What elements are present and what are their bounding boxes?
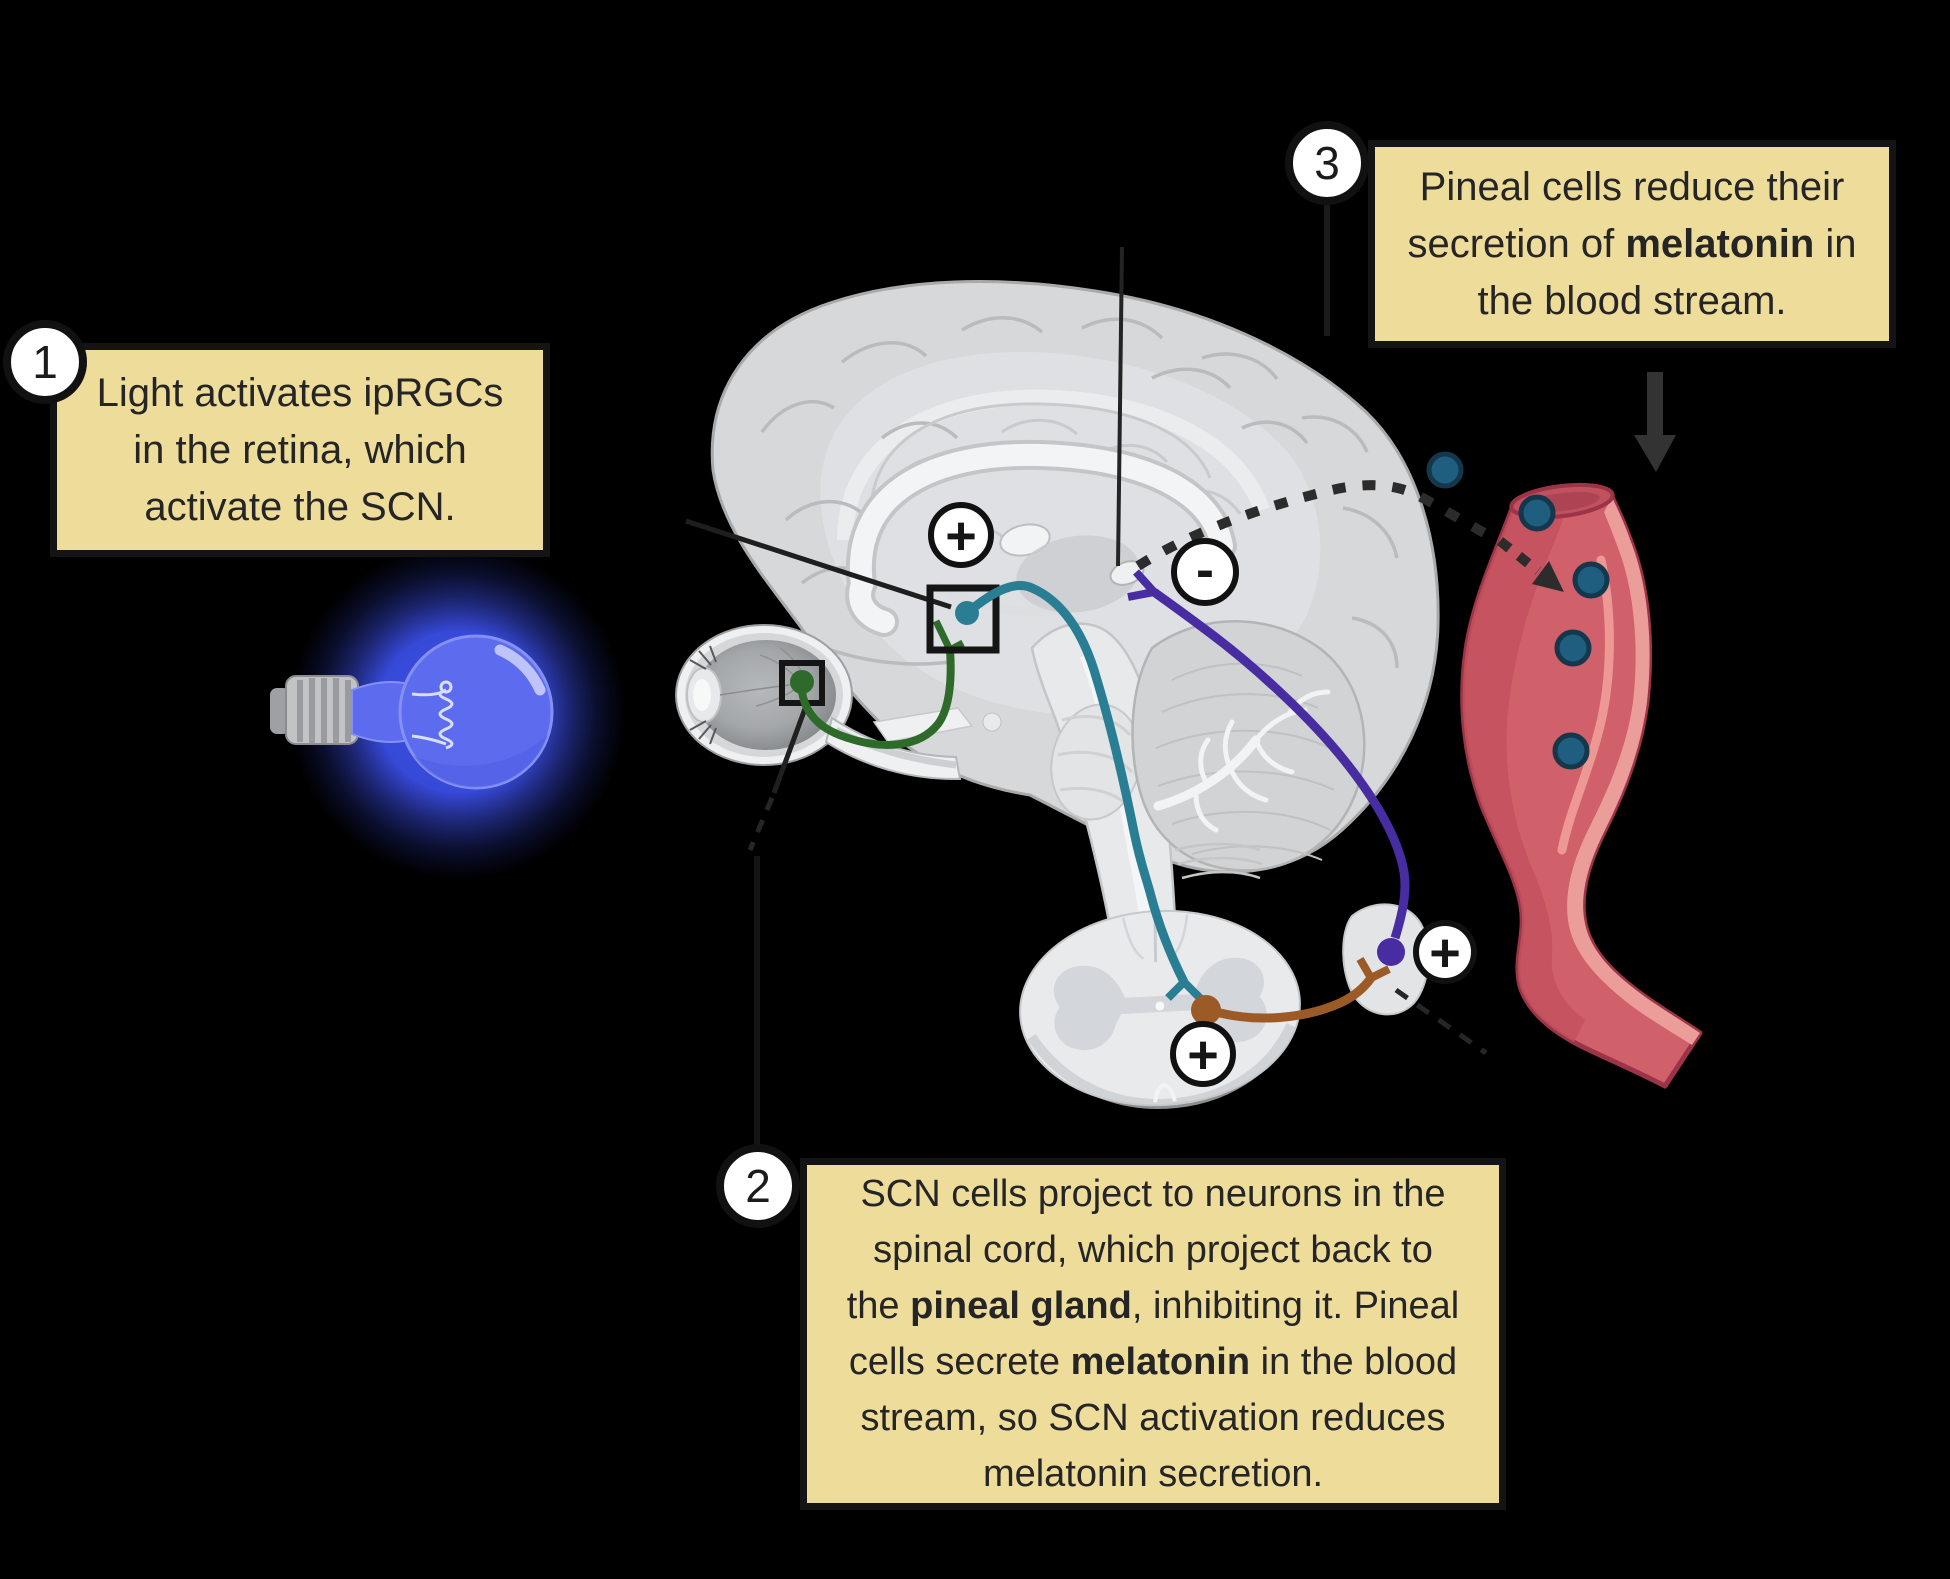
vessel-rim-highlight	[1567, 497, 1700, 1045]
decrease-arrow-icon	[1634, 372, 1676, 472]
pointer-lines	[685, 246, 1488, 1056]
callout-line: activate the SCN.	[144, 484, 456, 529]
melatonin-dot	[1554, 629, 1592, 667]
bulb-glass-shade	[414, 734, 548, 788]
preganglionic-axon	[1218, 975, 1375, 1023]
callout-line: melatonin secretion.	[982, 1453, 1324, 1495]
scn-highlight-box	[926, 584, 1000, 654]
ganglion-pointer-dashes	[1394, 987, 1488, 1056]
plus-icon: +	[945, 506, 977, 566]
callout-line: spinal cord, which project back to	[873, 1229, 1433, 1271]
ganglion-activation-badge: +	[1413, 920, 1477, 984]
scn-to-spinal-pathway	[926, 580, 1204, 1002]
step-number-1: 1	[3, 320, 87, 404]
bulb-filament	[411, 680, 454, 750]
ganglion-to-pineal-pathway	[1127, 569, 1410, 966]
ciliary-fibers	[689, 645, 717, 745]
cerebellum-folia	[1155, 662, 1335, 861]
iprgc-soma	[790, 670, 814, 694]
ventricle	[999, 523, 1051, 557]
ganglion-neuron-soma	[1377, 938, 1405, 966]
brain-illustration	[710, 280, 1440, 940]
cord-shadow	[1027, 1023, 1296, 1109]
callout-box-3: Pineal cells reduce their secretion of me…	[1368, 140, 1896, 348]
callout-line: Pineal cells reduce their	[1419, 164, 1845, 209]
step-number-2: 2	[716, 1144, 800, 1228]
step-number-3: 3	[1285, 121, 1369, 205]
medulla-folds	[1174, 842, 1263, 880]
melatonin-molecules	[1426, 451, 1610, 770]
minus-icon: -	[1196, 540, 1214, 600]
spinal-to-ganglion-pathway	[1191, 956, 1391, 1025]
callout-line: stream, so SCN activation reduces	[860, 1397, 1446, 1439]
callout-line: secretion of melatonin in	[1407, 221, 1857, 266]
scn-soma	[955, 601, 979, 625]
hyaloid-line	[719, 683, 797, 696]
pineal-pointer-line	[1116, 246, 1124, 567]
light-bulb-icon	[270, 544, 626, 880]
melatonin-dot	[1518, 494, 1556, 532]
postganglionic-terminal	[1127, 569, 1162, 601]
plus-icon: +	[1187, 1025, 1219, 1085]
iprgc-pointer-dashes	[747, 797, 775, 851]
melatonin-entry-dashes	[1496, 537, 1542, 575]
plus-icon: +	[1429, 923, 1461, 983]
iprgc-axon	[798, 649, 955, 749]
postganglionic-axon	[1151, 588, 1410, 940]
bulb-highlight	[494, 644, 546, 696]
melatonin-dot	[1552, 732, 1590, 770]
optic-chiasm	[872, 707, 974, 743]
scn-pointer-line	[685, 518, 952, 610]
step-number-label: 3	[1314, 137, 1340, 189]
spinal-neuron-soma	[1191, 995, 1221, 1025]
minus-badge-circle	[1171, 538, 1239, 606]
callout-line: Light activates ipRGCs	[96, 370, 504, 415]
scn-axon-terminal	[1165, 976, 1204, 1002]
melatonin-dot	[1426, 451, 1464, 489]
bulb-base-ridges	[297, 678, 351, 744]
step-number-label: 1	[32, 336, 58, 388]
vessel-shade	[1462, 499, 1585, 1042]
scn-axon	[964, 580, 1189, 985]
callout-line: the blood stream.	[1477, 278, 1787, 323]
callout-box-2: SCN cells project to neurons in the spina…	[800, 1158, 1506, 1510]
corona-band	[837, 389, 1270, 541]
iprgc-to-scn-pathway	[779, 619, 965, 749]
callout-line: cells secrete melatonin in the blood	[848, 1341, 1458, 1383]
lens-core	[693, 679, 711, 711]
pineal-inhibition-badge: -	[1171, 538, 1239, 606]
plus-badge-circle	[928, 502, 994, 568]
bulb-glass	[398, 634, 554, 790]
melatonin-dot	[1572, 561, 1610, 599]
callout-line: in the retina, which	[133, 427, 467, 472]
plus-badge-circle	[1413, 920, 1477, 984]
iprgc-pointer-line	[771, 705, 809, 794]
corpus-callosum	[849, 443, 1233, 633]
eye-icon	[675, 624, 962, 781]
mammillary-body	[982, 712, 1002, 732]
scn-activation-badge: +	[928, 502, 994, 568]
step-number-label: 2	[745, 1160, 771, 1212]
central-canal	[1155, 1001, 1165, 1011]
spinal-activation-badge: +	[1170, 1021, 1236, 1087]
preganglionic-terminal	[1356, 956, 1391, 984]
plus-badge-circle	[1170, 1021, 1236, 1087]
callout-line: SCN cells project to neurons in the	[860, 1173, 1446, 1215]
vessel-highlight-stripe	[1557, 555, 1614, 855]
callout-box-1: Light activates ipRGCs in the retina, whi…	[50, 343, 550, 557]
callout-line: the pineal gland, inhibiting it. Pineal	[846, 1285, 1460, 1327]
melatonin-entry-arrowhead-icon	[1532, 561, 1564, 592]
ventral-fissure	[1152, 1083, 1177, 1103]
melatonin-release-dotted-path	[1135, 480, 1500, 571]
